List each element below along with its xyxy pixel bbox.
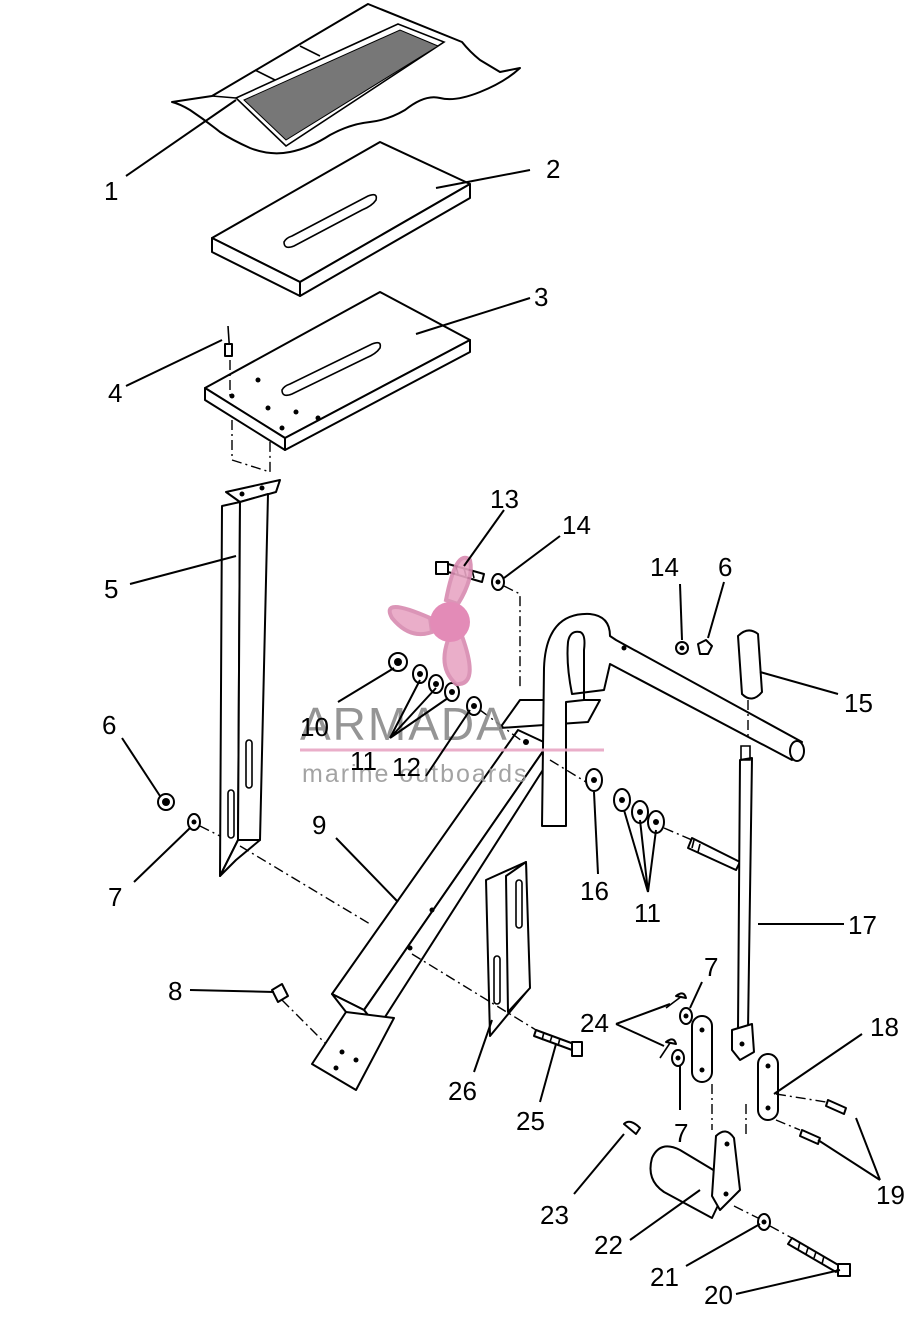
callout-11-left: 11 [350, 746, 377, 776]
callout-12: 12 [392, 752, 421, 782]
part-15-knob [737, 629, 763, 740]
part-21-washer [757, 1213, 771, 1231]
callout-17: 17 [848, 910, 877, 940]
callout-6-right: 6 [718, 552, 732, 582]
part-23-key [623, 1120, 641, 1135]
callout-23: 23 [540, 1200, 569, 1230]
part-7-washers-right [671, 1007, 693, 1067]
callout-4: 4 [108, 378, 122, 408]
part-3-mount-bracket [204, 291, 471, 451]
part-6-nut-right [697, 639, 713, 655]
callout-19: 19 [876, 1180, 905, 1210]
link-plate-left [691, 1015, 713, 1083]
callout-18: 18 [870, 1012, 899, 1042]
part-14-washer-left [491, 573, 505, 591]
callout-7-upper-right: 7 [704, 952, 718, 982]
callout-1: 1 [104, 176, 118, 206]
part-24-cotter-pins [659, 992, 687, 1059]
callout-3: 3 [534, 282, 548, 312]
pivot-pin [687, 837, 741, 871]
callout-9: 9 [312, 810, 326, 840]
part-25-bolt [533, 1029, 583, 1057]
part-19-pins [775, 1093, 847, 1145]
callout-14-left: 14 [562, 510, 591, 540]
callout-14-right: 14 [650, 552, 679, 582]
part-22-shift-cylinder [649, 1130, 741, 1219]
callout-5: 5 [104, 574, 118, 604]
callout-24: 24 [580, 1008, 609, 1038]
part-2-spacer-plate [211, 141, 471, 297]
watermark-brand-name: ARMADA [300, 698, 509, 750]
callout-15: 15 [844, 688, 873, 718]
callout-25: 25 [516, 1106, 545, 1136]
part-26-clamp-bracket [485, 861, 531, 1037]
part-10-nut [388, 652, 408, 672]
callout-labels: 1 2 3 4 5 6 6 7 7 7 8 9 10 11 11 12 13 1… [102, 154, 905, 1310]
part-11-washers-right [613, 788, 665, 834]
callout-21: 21 [650, 1262, 679, 1292]
callout-8: 8 [168, 976, 182, 1006]
callout-16: 16 [580, 876, 609, 906]
callout-6-left: 6 [102, 710, 116, 740]
upright-tube-frame [541, 612, 805, 827]
callout-22: 22 [594, 1230, 623, 1260]
part-11-washers-left [412, 664, 460, 702]
callout-7-left: 7 [108, 882, 122, 912]
callout-7-lower-right: 7 [674, 1118, 688, 1148]
part-16-washer [585, 768, 603, 792]
propeller-logo-icon [387, 556, 473, 687]
part-20-bolt [787, 1237, 851, 1277]
callout-11-right: 11 [634, 898, 661, 928]
part-18-link-plate [757, 1053, 779, 1121]
callout-10: 10 [300, 712, 329, 742]
callout-26: 26 [448, 1076, 477, 1106]
part-8-pin [271, 983, 331, 1049]
part-17-shift-rod [731, 745, 755, 1061]
part-4-screw [224, 325, 233, 396]
part-14-washer-right [675, 641, 689, 655]
callout-13: 13 [490, 484, 519, 514]
part-1-deck-cutout [171, 3, 521, 155]
callout-20: 20 [704, 1280, 733, 1310]
callout-2: 2 [546, 154, 560, 184]
part-7-washer-left [187, 813, 201, 831]
part-6-nut-left [157, 793, 175, 811]
leader-lines [121, 99, 881, 1295]
part-5-vertical-channel [219, 420, 281, 877]
watermark-tagline: marine outboards [302, 760, 529, 788]
